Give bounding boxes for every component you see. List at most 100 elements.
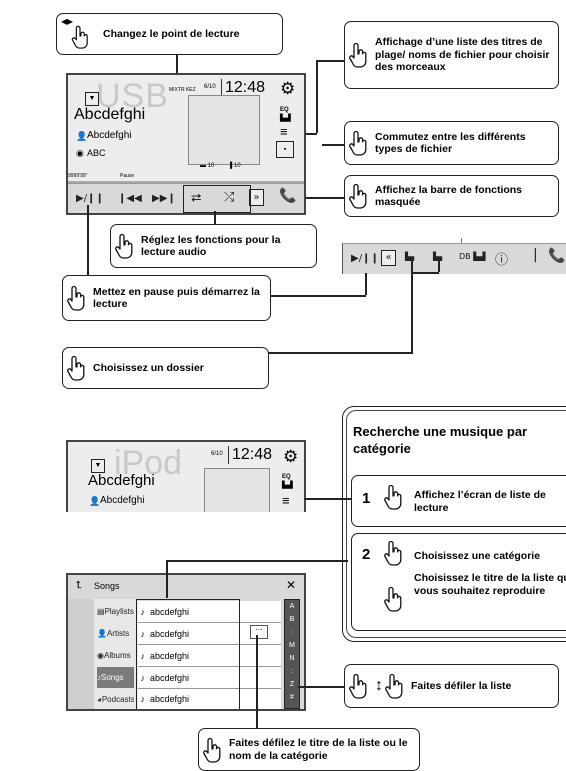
artist: Abcdefghi bbox=[87, 130, 132, 141]
folder-a-count: 10 bbox=[207, 163, 215, 169]
play-pause-icon[interactable]: ▶/❙❙ bbox=[351, 253, 379, 264]
category-songs[interactable]: ♪Songs bbox=[97, 667, 134, 688]
list-icon[interactable]: ≡ bbox=[280, 124, 288, 139]
title: Abcdefghi bbox=[88, 472, 155, 489]
hand-icon bbox=[67, 285, 85, 311]
previous-icon[interactable]: ❙◀◀ bbox=[118, 193, 142, 204]
artist: Abcdefghi bbox=[100, 495, 145, 506]
callout-text: Mettez en pause puis démarrez la lecture bbox=[93, 285, 260, 311]
category-artists[interactable]: 👤Artists bbox=[97, 629, 130, 638]
hand-icon bbox=[349, 42, 367, 68]
track-counter: 6/10 bbox=[211, 451, 223, 457]
list-screen: ⮤ Songs ✕ ▤Playlists 👤Artists ◉Albums ♪S… bbox=[66, 573, 306, 711]
search-panel: Recherche une musique par catégorie 1 Af… bbox=[342, 406, 566, 642]
repeat-icon[interactable]: ⮂ bbox=[191, 191, 202, 206]
list-item[interactable]: ♪ abcdefghi bbox=[138, 689, 281, 709]
category-playlists[interactable]: ▤Playlists bbox=[97, 607, 134, 616]
album: ABC bbox=[87, 148, 106, 158]
phone-icon[interactable]: 📞 bbox=[279, 188, 297, 204]
list-icon[interactable]: ≡ bbox=[282, 493, 290, 508]
category-label: Artists bbox=[106, 629, 130, 638]
artwork-placeholder bbox=[188, 95, 260, 165]
dropdown-icon[interactable]: ▼ bbox=[85, 92, 99, 106]
folder-a: ▬ 10 bbox=[200, 163, 215, 169]
list-item[interactable]: ♪ abcdefghi bbox=[138, 623, 281, 645]
index-letter: B bbox=[289, 616, 295, 623]
index-letter: N bbox=[289, 655, 295, 662]
sound-retriever-button[interactable]: DB ▙▟ bbox=[459, 252, 486, 261]
title: Abcdefghi bbox=[74, 106, 146, 123]
alpha-index[interactable]: A B : M N : Z # bbox=[284, 599, 300, 709]
list-item[interactable]: ♪ abcdefghi bbox=[138, 667, 281, 689]
person-icon: 👤 bbox=[76, 131, 88, 141]
category-podcasts[interactable]: ◕Podcasts bbox=[97, 695, 134, 704]
info-icon[interactable]: ⓘ bbox=[495, 253, 509, 268]
callout-folder: Choisissez un dossier bbox=[62, 347, 269, 389]
eq-bars-icon: ▙▟ bbox=[282, 482, 293, 489]
clock: 12:48 bbox=[228, 446, 272, 464]
callout-scroll-title: Faites défilez le titre de la liste ou l… bbox=[198, 728, 420, 771]
folder-up-icon[interactable]: ▙▖ bbox=[433, 252, 446, 261]
source-watermark: USB bbox=[96, 77, 169, 115]
artwork-placeholder bbox=[204, 468, 270, 512]
file-type-button[interactable]: ▪ bbox=[276, 141, 294, 158]
hand-icon bbox=[349, 183, 367, 209]
category-label: Songs bbox=[101, 673, 124, 682]
more-icon[interactable]: ⋯ bbox=[250, 625, 268, 639]
list-item[interactable]: ♪ abcdefghi bbox=[138, 645, 281, 667]
hand-icon bbox=[384, 540, 402, 566]
callout-text: Affichage d’une liste des titres de plag… bbox=[375, 36, 550, 74]
note-icon: ♪ bbox=[138, 672, 151, 683]
hand-icon bbox=[349, 130, 367, 156]
note-icon: ♪ bbox=[138, 694, 151, 704]
callout-audio-functions: Réglez les fonctions pour la lecture aud… bbox=[110, 224, 317, 268]
search-panel-inner bbox=[346, 410, 566, 638]
double-arrow-icon: ◂▸ bbox=[61, 14, 74, 28]
category-label: Playlists bbox=[104, 607, 134, 616]
db-label: DB bbox=[459, 252, 471, 261]
list-item[interactable]: ♪ abcdefghi bbox=[138, 601, 281, 623]
dropdown-icon[interactable]: ▼ bbox=[91, 459, 105, 473]
settings-gear-icon[interactable]: ⚙ bbox=[280, 79, 296, 98]
index-letter: Z bbox=[289, 681, 295, 688]
control-bar: ▶/❙❙ ❙◀◀ ▶▶❙ ⮂ ⤮ » 📞 bbox=[68, 183, 304, 213]
note-icon: ♪ bbox=[138, 628, 151, 639]
hand-icon bbox=[384, 586, 402, 612]
item-label: abcdefghi bbox=[150, 628, 190, 639]
up-down-arrow-icon: ↕ bbox=[375, 677, 383, 694]
step2-number: 2 bbox=[362, 546, 371, 563]
hand-icon bbox=[67, 355, 85, 381]
search-panel-title: Recherche une musique par catégorie bbox=[353, 424, 528, 456]
folder-b-count: 10 bbox=[233, 163, 241, 169]
settings-gear-icon[interactable]: ⚙ bbox=[283, 447, 299, 466]
note-icon: ♪ bbox=[138, 650, 151, 661]
eq-label[interactable]: EQ bbox=[282, 474, 291, 480]
callout-text: Commutez entre les différents types de f… bbox=[375, 130, 526, 156]
callout-text: Affichez la barre de fonctions masquée bbox=[375, 183, 523, 209]
item-label: abcdefghi bbox=[150, 650, 190, 661]
next-icon[interactable]: ▶▶❙ bbox=[152, 193, 176, 204]
play-pause-icon[interactable]: ▶/❙❙ bbox=[76, 193, 104, 204]
folder-down-icon[interactable]: ▙▖ bbox=[405, 252, 418, 261]
hand-icon bbox=[384, 484, 402, 510]
hidden-function-bar: ▶/❙❙ « ▙▖ ▙▖ DB ▙▟ ⓘ | 📞 bbox=[342, 243, 566, 274]
hand-icon bbox=[203, 737, 221, 763]
step1-number: 1 bbox=[362, 490, 371, 507]
index-letter: A bbox=[289, 603, 295, 610]
eq-label[interactable]: EQ bbox=[280, 107, 289, 113]
index-letter: : bbox=[291, 668, 293, 675]
phone-icon[interactable]: 📞 bbox=[548, 248, 566, 264]
category-list: ▤Playlists 👤Artists ◉Albums ♪Songs ◕Podc… bbox=[94, 599, 138, 709]
callout-text: Changez le point de lecture bbox=[103, 27, 240, 40]
seek-bar[interactable] bbox=[68, 181, 304, 183]
callout-scroll-list: ↕ Faites défiler la liste bbox=[344, 664, 559, 708]
collapse-bar-icon[interactable]: « bbox=[381, 250, 396, 266]
item-label: abcdefghi bbox=[150, 672, 190, 683]
expand-bar-icon[interactable]: » bbox=[249, 189, 264, 206]
callout-seek: ◂▸ Changez le point de lecture bbox=[56, 13, 283, 55]
back-icon[interactable]: ⮤ bbox=[76, 580, 82, 591]
separator: | bbox=[533, 247, 538, 263]
close-icon[interactable]: ✕ bbox=[286, 578, 297, 592]
category-albums[interactable]: ◉Albums bbox=[97, 651, 131, 660]
shuffle-icon[interactable]: ⤮ bbox=[224, 190, 235, 205]
